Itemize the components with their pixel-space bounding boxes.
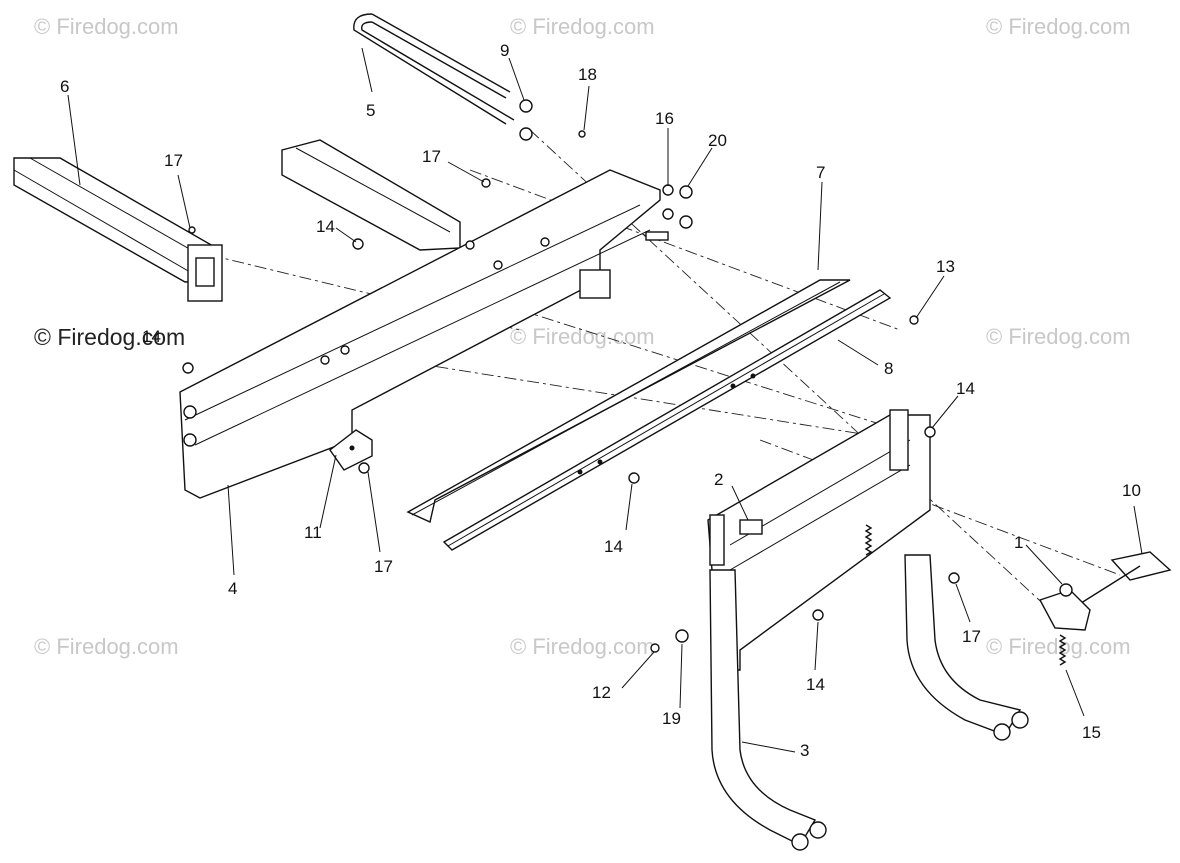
watermark: © Firedog.com [34,14,179,39]
fasteners [182,130,1073,653]
callout-8: 8 [884,359,893,378]
callout-16: 16 [655,109,674,128]
leader-lines [67,47,1143,753]
part-9-washers [519,99,533,141]
part-7-angle-strip [406,279,851,523]
callout-18: 18 [578,65,597,84]
callout-5: 5 [366,101,375,120]
callout-13: 13 [936,257,955,276]
part-6-left-arm [13,157,223,302]
callout-14: 14 [316,217,335,236]
callout-17: 17 [374,557,393,576]
callout-9: 9 [500,41,509,60]
callout-14: 14 [806,675,825,694]
part-4-main-frame [179,169,669,499]
watermark: © Firedog.com [986,634,1131,659]
part-10-latch [1038,551,1172,631]
callout-15: 15 [1082,723,1101,742]
watermark: © Firedog.com [34,634,179,659]
part-5-u-rod [353,13,515,125]
callout-12: 12 [592,683,611,702]
callout-10: 10 [1122,481,1141,500]
callout-14: 14 [142,327,161,346]
watermark: © Firedog.com [510,14,655,39]
callout-14: 14 [956,379,975,398]
watermark: © Firedog.com [510,634,655,659]
callout-2: 2 [714,470,723,489]
part-8-flat-bar [442,289,892,551]
callout-3: 3 [800,741,809,760]
callout-19: 19 [662,709,681,728]
callouts: 1 2 3 4 5 6 7 8 9 10 11 12 13 14 14 14 1… [60,41,1141,760]
watermark: © Firedog.com [34,324,186,350]
callout-14: 14 [604,537,623,556]
callout-17: 17 [962,627,981,646]
part-3-hitch-frame [707,409,1029,851]
callout-1: 1 [1014,533,1023,552]
callout-20: 20 [708,131,727,150]
callout-17: 17 [164,151,183,170]
callout-6: 6 [60,77,69,96]
callout-11: 11 [304,523,322,542]
callout-7: 7 [816,163,825,182]
part-15-spring [864,524,1067,666]
watermark: © Firedog.com [986,324,1131,349]
part-11-bracket [329,429,373,471]
watermark: © Firedog.com [986,14,1131,39]
callout-4: 4 [228,579,237,598]
callout-17: 17 [422,147,441,166]
